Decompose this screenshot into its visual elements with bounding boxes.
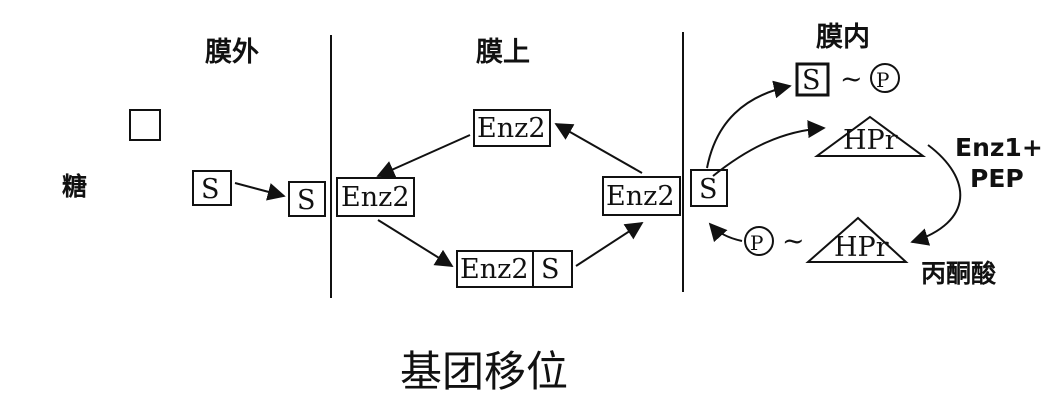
header-inside: 膜内	[816, 22, 870, 53]
sugar-label: 糖	[62, 172, 87, 201]
enz2-box-right	[602, 176, 681, 216]
phosphorylated-substrate-label: S	[802, 65, 821, 96]
phosphorylated-substrate-box	[795, 62, 830, 97]
enz2-box-top	[473, 109, 551, 147]
sugar-symbol-empty-box	[129, 109, 161, 141]
enz2-label-left: Enz2	[341, 182, 410, 213]
phosphate-label-bottom: P	[750, 231, 763, 255]
arrow-right-enz2-to-top	[554, 123, 643, 174]
arrow-enz1-pep-cycle	[910, 144, 962, 246]
arrow-complex-to-right-enz2	[575, 222, 644, 267]
phosphate-label-top: P	[876, 68, 889, 92]
phosphate-circle-bottom	[744, 226, 774, 256]
phosphate-circle-top	[870, 63, 900, 93]
arrow-left-enz2-to-complex	[377, 219, 454, 267]
arrow-substrate-to-membrane	[234, 182, 286, 201]
substrate-label-outside: S	[201, 174, 220, 205]
caption: 基团移位	[400, 347, 568, 396]
enz2-s-complex-enz-label: Enz2	[460, 254, 529, 285]
enz2-label-top: Enz2	[477, 113, 546, 144]
enz2-s-complex-box	[456, 250, 573, 288]
hpr-label-bottom: HPr	[834, 232, 889, 263]
substrate-box-at-membrane	[288, 181, 326, 217]
header-on-membrane: 膜上	[476, 37, 530, 68]
hpr-triangle-bottom	[805, 216, 909, 263]
substrate-label-at-membrane: S	[297, 185, 316, 216]
enz2-s-complex-s-label: S	[541, 254, 560, 285]
substrate-box-inside	[690, 169, 728, 207]
arrow-top-to-left-enz2	[376, 134, 471, 178]
arrow-phosphate-to-s	[708, 222, 743, 243]
phospho-bond-tilde-bottom: ~	[782, 226, 805, 257]
hpr-triangle-top	[813, 115, 927, 157]
arrow-s-to-phosphorylated-s	[706, 80, 792, 169]
arrow-hpr-to-s	[712, 120, 826, 177]
enz2-box-left	[336, 177, 415, 217]
enz2-label-right: Enz2	[606, 181, 675, 212]
phospho-bond-tilde-top: ~	[840, 64, 863, 95]
enz1-pep-label-line1: Enz1+	[955, 133, 1043, 162]
substrate-box-outside	[192, 170, 232, 206]
hpr-label-top: HPr	[843, 125, 898, 156]
pyruvate-label: 丙酮酸	[921, 259, 997, 288]
header-outside: 膜外	[205, 37, 259, 68]
enz1-pep-label-line2: PEP	[970, 164, 1024, 193]
substrate-label-inside: S	[699, 174, 718, 205]
